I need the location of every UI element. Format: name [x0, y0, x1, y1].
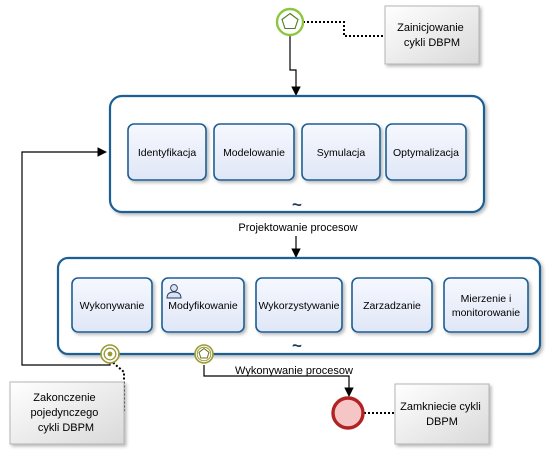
end-single-annotation-line-1: Zakonczenie — [33, 392, 95, 404]
end-cycle-annotation-line-1: Zamkniecie cykli — [400, 401, 481, 413]
pentagon-boundary-icon — [198, 347, 210, 359]
task-label-optymalizacja: Optymalizacja — [393, 147, 459, 159]
task-label-wykonywanie: Wykonywanie — [80, 300, 145, 312]
task-modyfikowanie[interactable]: Modyfikowanie — [161, 277, 245, 333]
task-wykorzystywanie[interactable]: Wykorzystywanie — [255, 277, 343, 333]
design-tasks: Identyfikacja Modelowanie Symulacja Optymal… — [127, 123, 467, 181]
end-single-annotation-line-3: cykli DBPM — [38, 422, 94, 434]
start-event[interactable] — [275, 7, 305, 37]
task-label-modelowanie: Modelowanie — [223, 147, 285, 159]
task-label-identyfikacja: Identyfikacja — [138, 147, 197, 159]
end-single-annotation-line-2: pojedynczego — [31, 407, 99, 419]
end-event[interactable] — [331, 396, 365, 430]
start-annotation: Zainicjowanie cykli DBPM — [384, 5, 480, 65]
subprocess-execution-label: Wykonywanie procesow — [235, 365, 353, 377]
task-identyfikacja[interactable]: Identyfikacja — [127, 123, 207, 181]
task-label-zarzadzanie: Zarzadzanie — [363, 300, 421, 312]
execution-tasks: Wykonywanie Modyfikowanie Wykorzystywanie Z… — [71, 277, 529, 333]
svg-text:Zakonczenie pojedynczego: Zakonczenie pojedynczego cykli DBPM — [31, 392, 102, 434]
task-zarzadzanie[interactable]: Zarzadzanie — [351, 277, 433, 333]
task-mierzenie-i-monitorowanie[interactable]: Mierzenie i monitorowanie — [443, 277, 529, 333]
tilde-marker-icon: ~ — [292, 336, 302, 355]
end-single-annotation: Zakonczenie pojedynczego cykli DBPM — [9, 381, 125, 445]
user-icon — [166, 284, 182, 299]
association-start-note — [303, 21, 385, 37]
task-label-modyfikowanie: Modyfikowanie — [168, 300, 238, 312]
task-optymalizacja[interactable]: Optymalizacja — [385, 123, 467, 181]
task-modelowanie[interactable]: Modelowanie — [213, 123, 295, 181]
start-annotation-line-2: cykli DBPM — [404, 37, 460, 49]
flow-execution-to-end[interactable] — [203, 365, 354, 397]
end-cycle-annotation: Zamkniecie cykli DBPM — [394, 383, 490, 445]
pentagon-start-event-icon — [281, 12, 299, 30]
task-label-symulacja: Symulacja — [317, 147, 366, 159]
task-label-mierzenie-i-monitorowanie-1: Mierzenie i — [461, 293, 512, 305]
task-wykonywanie[interactable]: Wykonywanie — [71, 277, 153, 333]
svg-text:Zainicjowanie cykli DBPM: Zainicjowanie cykli DBPM — [397, 22, 467, 49]
task-label-mierzenie-i-monitorowanie-2: monitorowanie — [452, 307, 520, 319]
task-symulacja[interactable]: Symulacja — [301, 123, 381, 181]
flow-start-to-design[interactable] — [289, 36, 301, 96]
subprocess-design-label: Projektowanie procesow — [238, 222, 357, 234]
end-cycle-annotation-line-2: DBPM — [426, 416, 458, 428]
start-annotation-line-1: Zainicjowanie — [397, 22, 464, 34]
svg-text:Zamkniecie cykli DBPM: Zamkniecie cykli DBPM — [400, 401, 484, 428]
boundary-event-single-end[interactable] — [100, 344, 120, 364]
boundary-event-signal[interactable] — [194, 344, 214, 364]
task-label-wykorzystywanie: Wykorzystywanie — [258, 300, 339, 312]
tilde-marker-icon: ~ — [292, 195, 302, 214]
